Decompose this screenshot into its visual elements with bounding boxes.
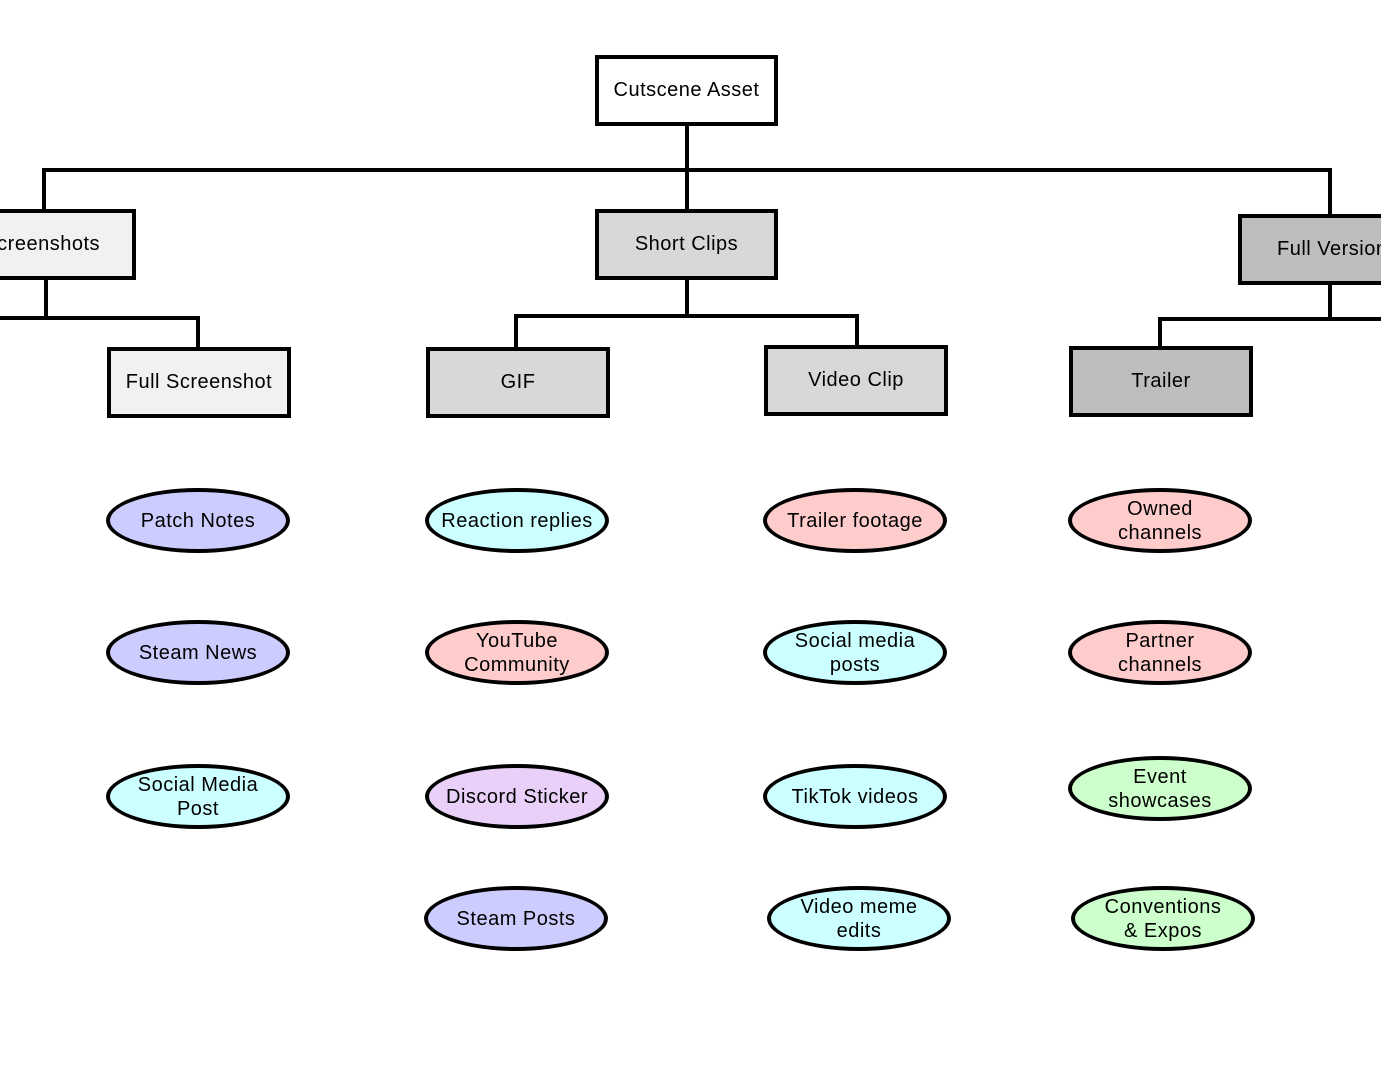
root-label: Cutscene Asset <box>613 79 760 101</box>
use-steam-news: Steam News <box>106 620 290 685</box>
use-steam-news-label: Steam News <box>138 641 258 664</box>
root-node: Cutscene Asset <box>595 55 778 126</box>
use-steam-posts: Steam Posts <box>424 886 608 951</box>
use-reaction-replies-label: Reaction replies <box>441 509 593 532</box>
category-short-clips-label: Short Clips <box>634 233 739 255</box>
category-screenshots: Screenshots <box>0 209 136 280</box>
use-conventions-expos-label: Conventions & Expos <box>1104 895 1222 942</box>
use-youtube-community: YouTube Community <box>425 620 609 685</box>
use-trailer-footage-label: Trailer footage <box>787 509 923 532</box>
use-discord-sticker-label: Discord Sticker <box>446 785 588 808</box>
use-steam-posts-label: Steam Posts <box>456 907 576 930</box>
use-video-meme-edits-label: Video meme edits <box>800 895 918 942</box>
use-discord-sticker: Discord Sticker <box>425 764 609 829</box>
use-social-media-post-label: Social Media Post <box>137 773 259 820</box>
use-patch-notes: Patch Notes <box>106 488 290 553</box>
use-event-showcases-label: Event showcases <box>1108 765 1212 812</box>
format-full-screenshot-label: Full Screenshot <box>125 371 273 393</box>
use-event-showcases: Event showcases <box>1068 756 1252 821</box>
category-short-clips: Short Clips <box>595 209 778 280</box>
format-full-screenshot: Full Screenshot <box>107 347 291 418</box>
use-conventions-expos: Conventions & Expos <box>1071 886 1255 951</box>
category-full-version-label: Full Version <box>1277 238 1381 260</box>
use-owned-channels: Owned channels <box>1068 488 1252 553</box>
use-partner-channels: Partner channels <box>1068 620 1252 685</box>
use-tiktok-videos-label: TikTok videos <box>791 785 919 808</box>
use-social-media-posts-label: Social media posts <box>794 629 916 676</box>
use-trailer-footage: Trailer footage <box>763 488 947 553</box>
category-screenshots-label: Screenshots <box>0 233 100 255</box>
format-gif: GIF <box>426 347 610 418</box>
use-partner-channels-label: Partner channels <box>1117 629 1203 676</box>
format-video-clip: Video Clip <box>764 345 948 416</box>
format-video-clip-label: Video Clip <box>808 369 904 391</box>
format-trailer-label: Trailer <box>1131 370 1191 392</box>
use-reaction-replies: Reaction replies <box>425 488 609 553</box>
use-youtube-community-label: YouTube Community <box>464 629 570 676</box>
use-owned-channels-label: Owned channels <box>1117 497 1203 544</box>
use-patch-notes-label: Patch Notes <box>140 509 256 532</box>
use-social-media-posts: Social media posts <box>763 620 947 685</box>
use-social-media-post: Social Media Post <box>106 764 290 829</box>
use-video-meme-edits: Video meme edits <box>767 886 951 951</box>
format-trailer: Trailer <box>1069 346 1253 417</box>
use-tiktok-videos: TikTok videos <box>763 764 947 829</box>
format-gif-label: GIF <box>500 371 536 393</box>
category-full-version: Full Version <box>1238 214 1381 285</box>
